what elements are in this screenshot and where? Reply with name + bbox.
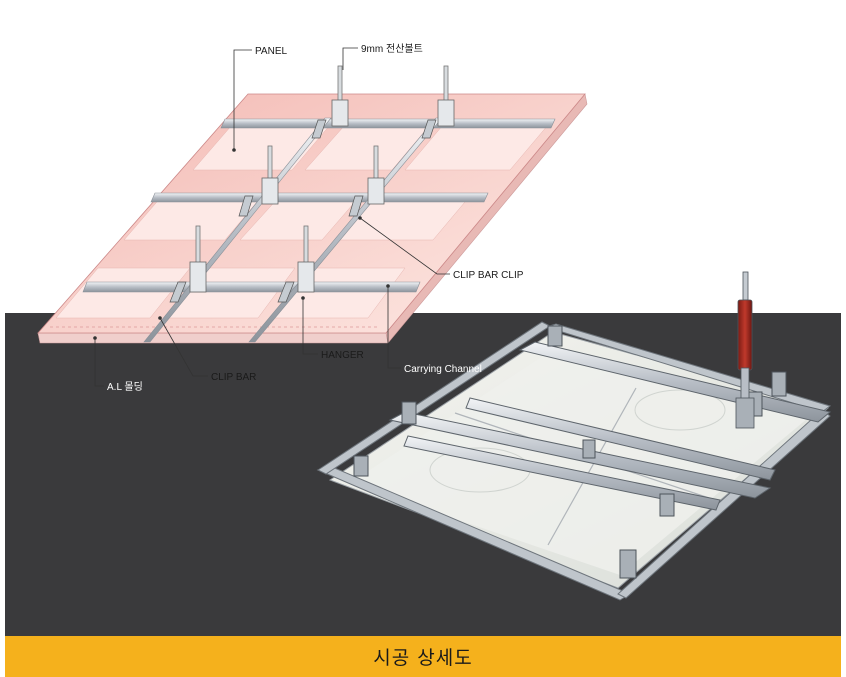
footer-title: 시공 상세도	[373, 647, 473, 669]
hanger-bolts	[195, 65, 449, 265]
leader-lines	[94, 47, 450, 387]
label-hanger: HANGER	[321, 350, 364, 361]
label-al-molding: A.L 몰딩	[107, 381, 143, 393]
label-carrying-channel: Carrying Channel	[404, 364, 482, 375]
ceiling-panel-grid	[37, 65, 588, 344]
footer-bar: 시공 상세도	[5, 636, 841, 677]
label-clip-bar: CLIP BAR	[211, 372, 256, 383]
label-clip-bar-clip: CLIP BAR CLIP	[453, 270, 524, 281]
hanger-rod	[735, 271, 755, 429]
ceiling-render	[316, 271, 832, 601]
label-bolt: 9mm 전산볼트	[361, 43, 423, 55]
label-panel: PANEL	[255, 46, 287, 57]
